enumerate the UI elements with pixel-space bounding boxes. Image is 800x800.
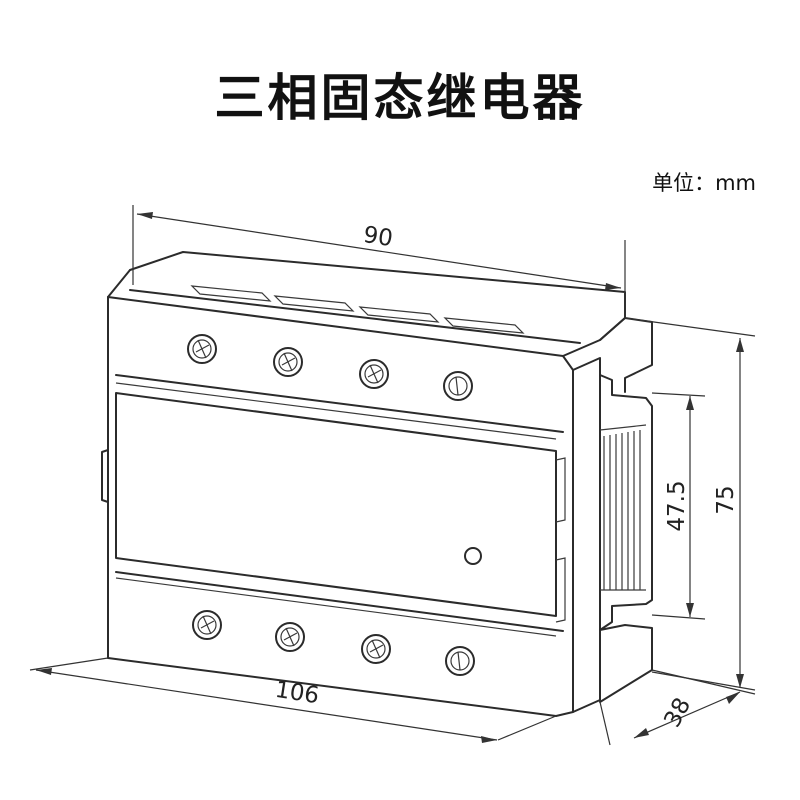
screw-icon [443, 371, 473, 401]
dimension-mount-height: 47.5 [651, 392, 706, 620]
relay-heatsink [599, 317, 653, 703]
dimension-label: 75 [713, 485, 739, 514]
dimension-label: 38 [659, 694, 696, 732]
dimension-top-width: 90 [132, 205, 626, 318]
top-terminal-screws [187, 334, 473, 401]
bottom-terminal-screws [192, 610, 475, 676]
relay-body [101, 251, 626, 717]
screw-icon [359, 359, 389, 389]
dimension-height: 75 [624, 317, 756, 691]
dimension-bottom-width: 106 [29, 657, 557, 743]
screw-icon [273, 347, 303, 377]
dimension-label: 106 [273, 677, 320, 709]
page-title: 三相固态继电器 [214, 69, 586, 127]
screw-icon [187, 334, 217, 364]
screw-icon [192, 610, 222, 640]
screw-icon [275, 622, 305, 652]
screw-icon [361, 634, 391, 664]
dimension-label: 47.5 [664, 480, 690, 531]
dimension-depth: 38 [599, 669, 756, 746]
unit-label: 单位：mm [652, 171, 756, 195]
screw-icon [445, 646, 475, 676]
dimension-label: 90 [362, 222, 395, 252]
